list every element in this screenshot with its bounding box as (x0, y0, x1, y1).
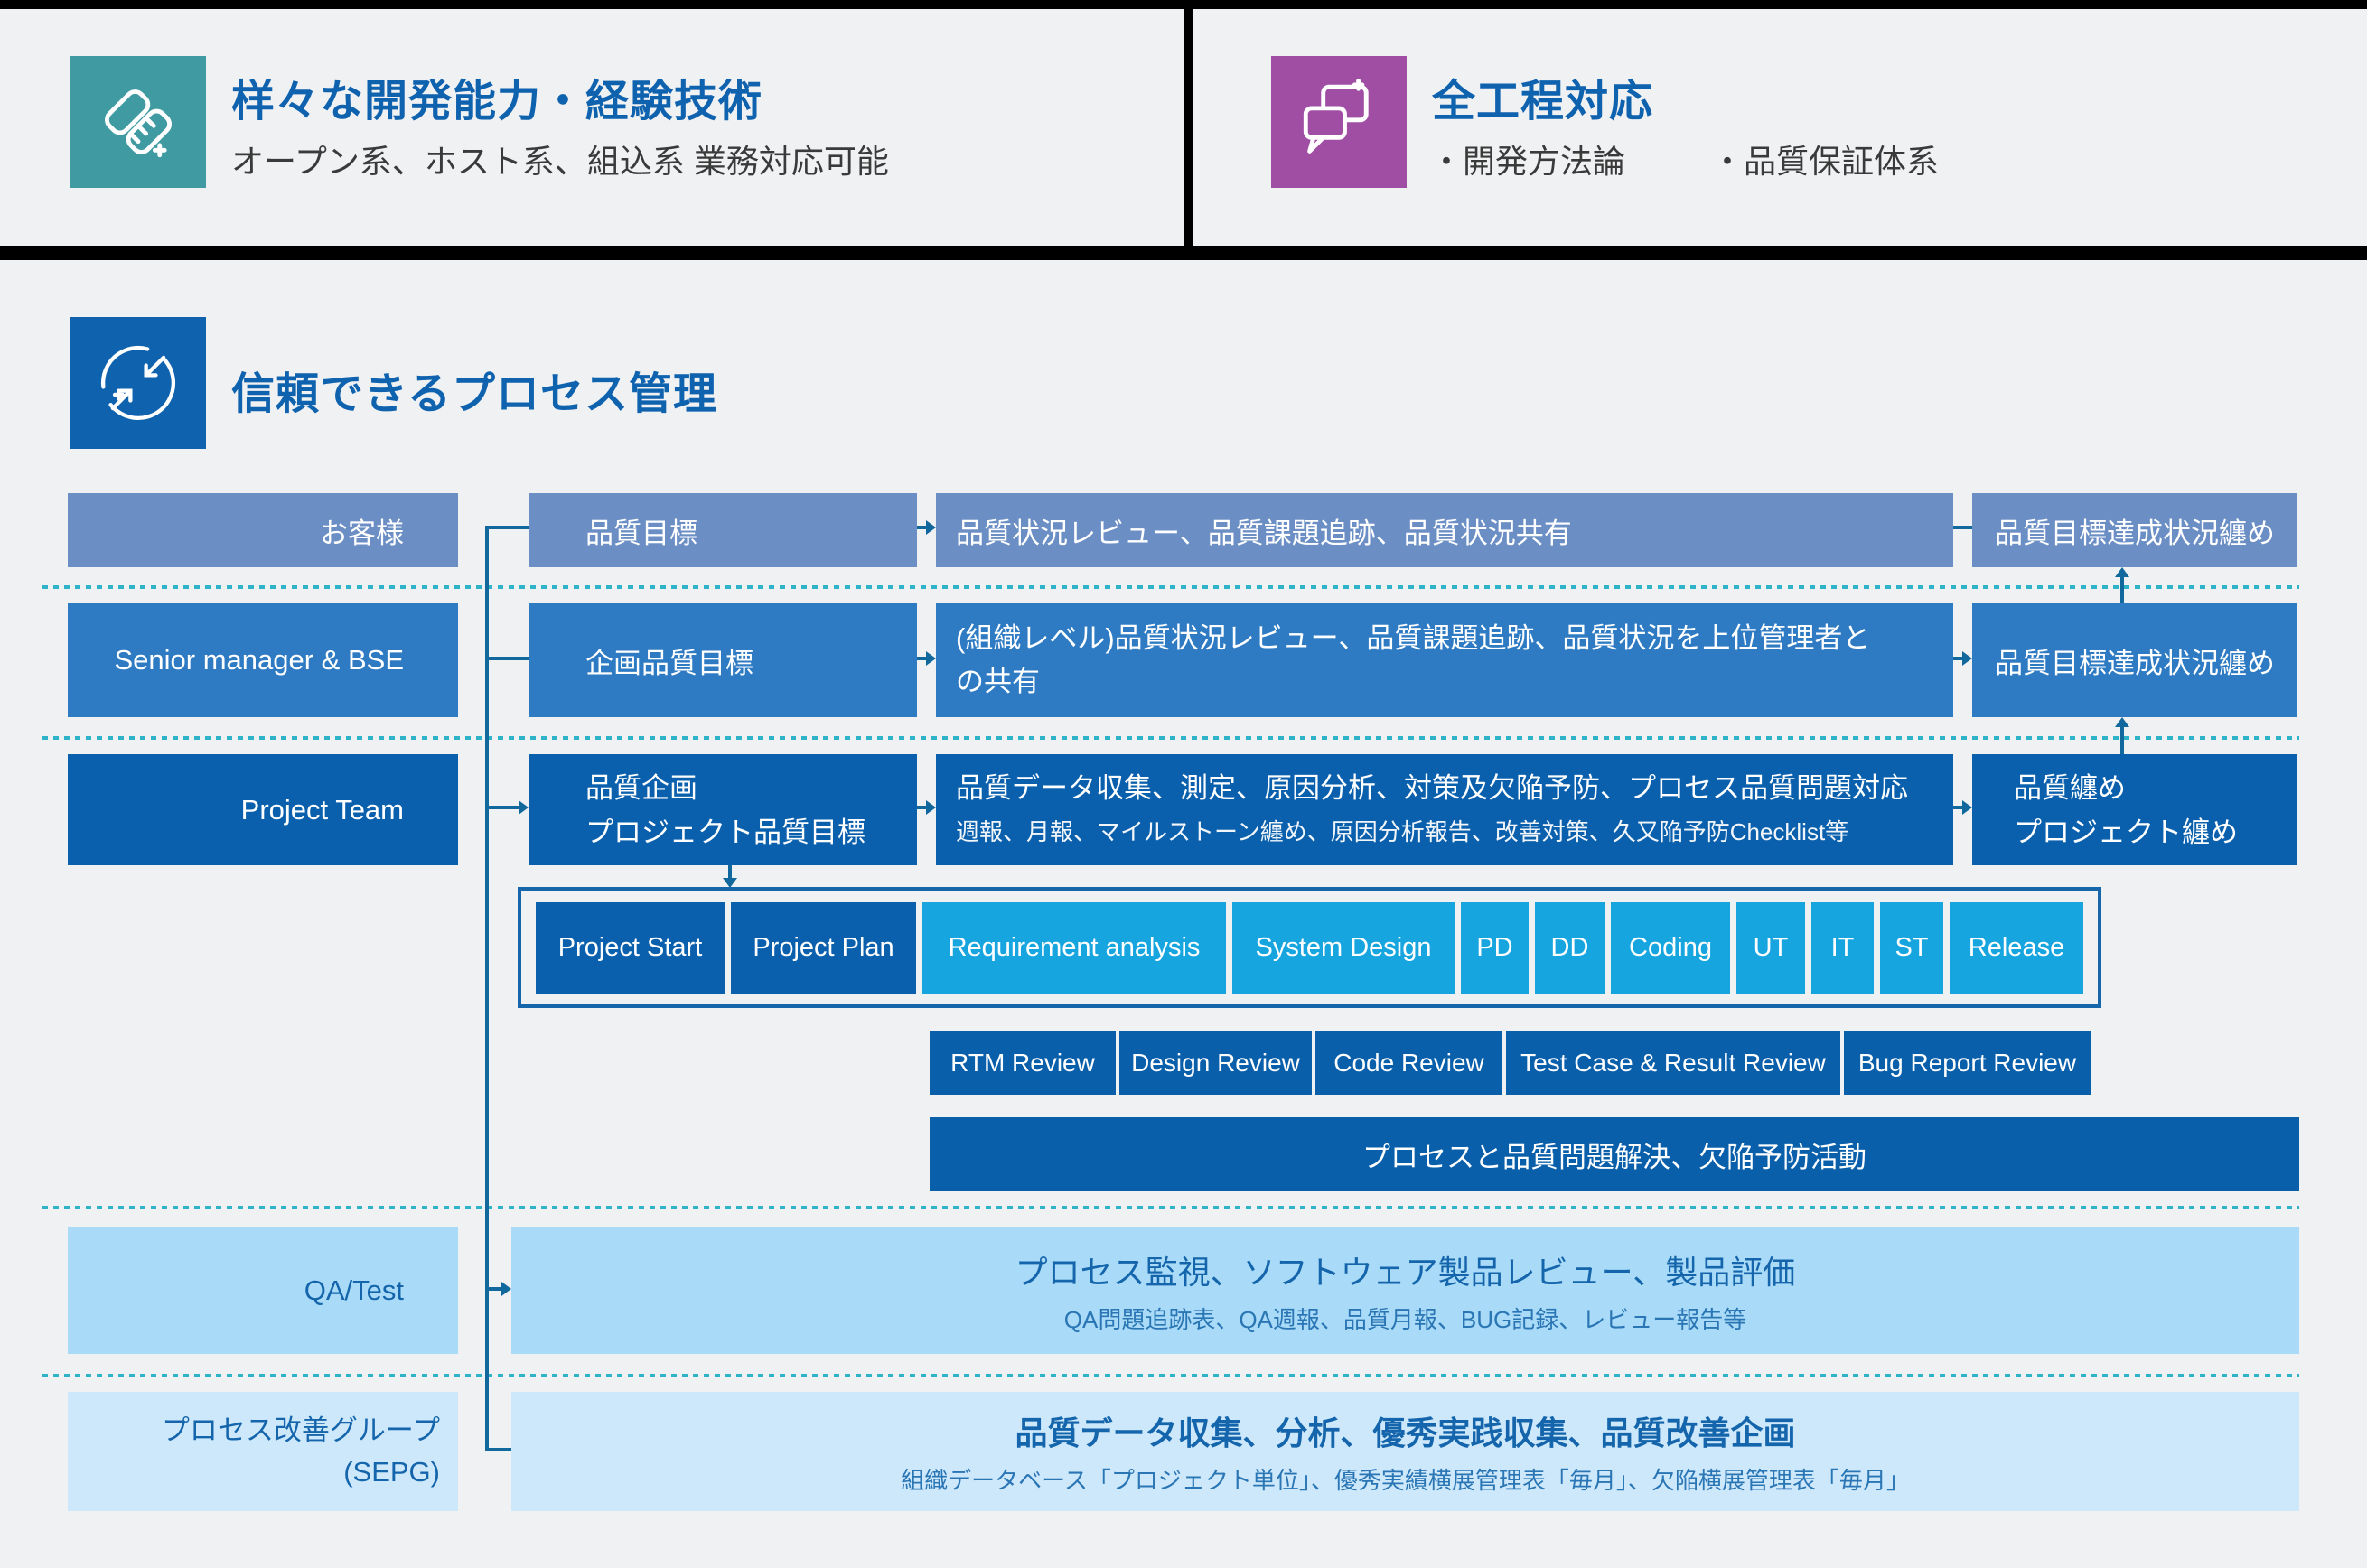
up-arrow-line-2 (2120, 725, 2124, 754)
quality-plan-line2: プロジェクト品質目標 (585, 816, 865, 848)
box-qa-activity: プロセス監視、ソフトウェア製品レビュー、製品評価 QA問題追跡表、QA週報、品質… (511, 1227, 2299, 1354)
process-phase: Release (1950, 902, 2083, 994)
down-arrow-line (728, 865, 732, 880)
converge-arrows-icon (70, 317, 206, 449)
bullet-dev-methodology: ・開発方法論 (1430, 143, 1626, 180)
bullet-quality-assurance: ・品質保証体系 (1711, 143, 1940, 180)
arrowhead-row3-result (1962, 800, 1972, 815)
header-bottom-rule (0, 246, 2367, 260)
process-phase: System Design (1232, 902, 1455, 994)
project-activity-line2: 週報、月報、マイルストーン纏め、原因分析報告、改善対策、久又陥予防Checkli… (956, 817, 1849, 845)
arrow-line-row1 (917, 526, 927, 529)
qa-activity-title: プロセス監視、ソフトウェア製品レビュー、製品評価 (1015, 1254, 1796, 1291)
all-process-bullets: ・開発方法論 ・品質保証体系 (1430, 135, 1939, 182)
process-phase: Project Plan (731, 902, 916, 994)
review-box: Design Review (1119, 1031, 1312, 1095)
trunk-connector-line (485, 526, 489, 1451)
link-line-row1-result (1953, 526, 1972, 529)
box-senior-activity: (組織レベル)品質状況レビュー、品質課題追跡、品質状況を上位管理者と の共有 (936, 603, 1953, 717)
capabilities-subtitle: オープン系、ホスト系、組込系 業務対応可能 (231, 143, 889, 180)
chat-bubbles-icon (1271, 56, 1407, 188)
label-customer: お客様 (68, 493, 458, 567)
process-phase: UT (1736, 902, 1805, 994)
dotted-separator-1 (42, 585, 2299, 589)
arrowhead-row1 (926, 520, 936, 535)
sepg-activity-subtitle: 組織データベース「プロジェクト単位」、優秀実績横展管理表「毎月」、欠陥横展管理表… (901, 1467, 1910, 1494)
down-arrowhead (723, 878, 737, 888)
label-project-team: Project Team (68, 754, 458, 865)
dotted-separator-4 (42, 1374, 2299, 1377)
box-customer-result: 品質目標達成状況纏め (1972, 493, 2297, 567)
senior-activity-line2: の共有 (956, 666, 1040, 697)
up-arrow-line-1 (2120, 575, 2124, 603)
label-qa-test: QA/Test (68, 1227, 458, 1354)
converge-arrows-icon-svg (100, 345, 176, 421)
process-phase: DD (1535, 902, 1605, 994)
box-plan-quality-goal: 企画品質目標 (529, 603, 917, 717)
process-phase: IT (1811, 902, 1874, 994)
header-divider (1184, 0, 1193, 260)
arrow-line-row2 (917, 657, 927, 660)
arrow-line-row2-result (1953, 657, 1963, 660)
process-phase: ST (1880, 902, 1943, 994)
section-title: 信頼できるプロセス管理 (231, 370, 718, 418)
project-activity-line1: 品質データ収集、測定、原因分析、対策及欠陥予防、プロセス品質問題対応 (956, 771, 1908, 804)
project-result-line1: 品質纏め (2014, 771, 2126, 804)
box-quality-goal: 品質目標 (529, 493, 917, 567)
process-phase: Coding (1611, 902, 1730, 994)
qa-activity-subtitle: QA問題追跡表、QA週報、品質月報、BUG記録、レビュー報告等 (1063, 1306, 1747, 1333)
chat-bubbles-icon-svg (1303, 79, 1369, 154)
process-phase: Requirement analysis (922, 902, 1226, 994)
process-phase: PD (1461, 902, 1529, 994)
dotted-separator-3 (42, 1206, 2299, 1209)
branch-line-senior (485, 657, 529, 660)
process-phase: Project Start (536, 902, 725, 994)
box-customer-activity: 品質状況レビュー、品質課題追跡、品質状況共有 (936, 493, 1953, 567)
box-quality-plan: 品質企画 プロジェクト品質目標 (529, 754, 917, 865)
review-box: Test Case & Result Review (1506, 1031, 1840, 1095)
all-process-title: 全工程対応 (1432, 78, 1654, 126)
arrowhead-row2 (926, 651, 936, 666)
label-sepg: プロセス改善グループ (SEPG) (68, 1392, 458, 1511)
arrowhead-row3 (926, 800, 936, 815)
review-box: RTM Review (930, 1031, 1116, 1095)
sepg-activity-title: 品質データ収集、分析、優秀実践収集、品質改善企画 (1015, 1414, 1796, 1451)
box-senior-result: 品質目標達成状況纏め (1972, 603, 2297, 717)
handshake-icon-svg (104, 89, 173, 158)
sepg-label-line2: (SEPG) (343, 1456, 440, 1488)
branch-line-project (485, 806, 521, 809)
arrow-line-row3 (917, 806, 927, 809)
sepg-label-line1: プロセス改善グループ (161, 1414, 440, 1446)
problem-solving-bar: プロセスと品質問題解決、欠陥予防活動 (930, 1117, 2299, 1191)
arrowhead-into-qa-band (501, 1282, 511, 1296)
project-result-line2: プロジェクト纏め (2014, 816, 2238, 848)
branch-line-customer (485, 526, 529, 529)
label-senior-manager: Senior manager & BSE (68, 603, 458, 717)
box-project-result: 品質纏め プロジェクト纏め (1972, 754, 2297, 865)
arrow-line-row3-result (1953, 806, 1963, 809)
review-box: Code Review (1315, 1031, 1502, 1095)
quality-plan-line1: 品質企画 (585, 771, 697, 804)
arrowhead-into-quality-plan (519, 800, 529, 815)
arrowhead-row2-result (1962, 651, 1972, 666)
box-sepg-activity: 品質データ収集、分析、優秀実践収集、品質改善企画 組織データベース「プロジェクト… (511, 1392, 2299, 1511)
capabilities-title: 样々な開発能力・経験技術 (231, 78, 763, 126)
senior-activity-line1: (組織レベル)品質状況レビュー、品質課題追跡、品質状況を上位管理者と (956, 622, 1871, 654)
branch-line-qa (485, 1287, 503, 1291)
review-box: Bug Report Review (1844, 1031, 2091, 1095)
up-arrowhead-2 (2115, 717, 2129, 727)
dotted-separator-2 (42, 736, 2299, 740)
handshake-icon (70, 56, 206, 188)
box-project-activity: 品質データ収集、測定、原因分析、対策及欠陥予防、プロセス品質問題対応 週報、月報… (936, 754, 1953, 865)
branch-line-sepg (485, 1448, 511, 1451)
up-arrowhead-1 (2115, 567, 2129, 577)
